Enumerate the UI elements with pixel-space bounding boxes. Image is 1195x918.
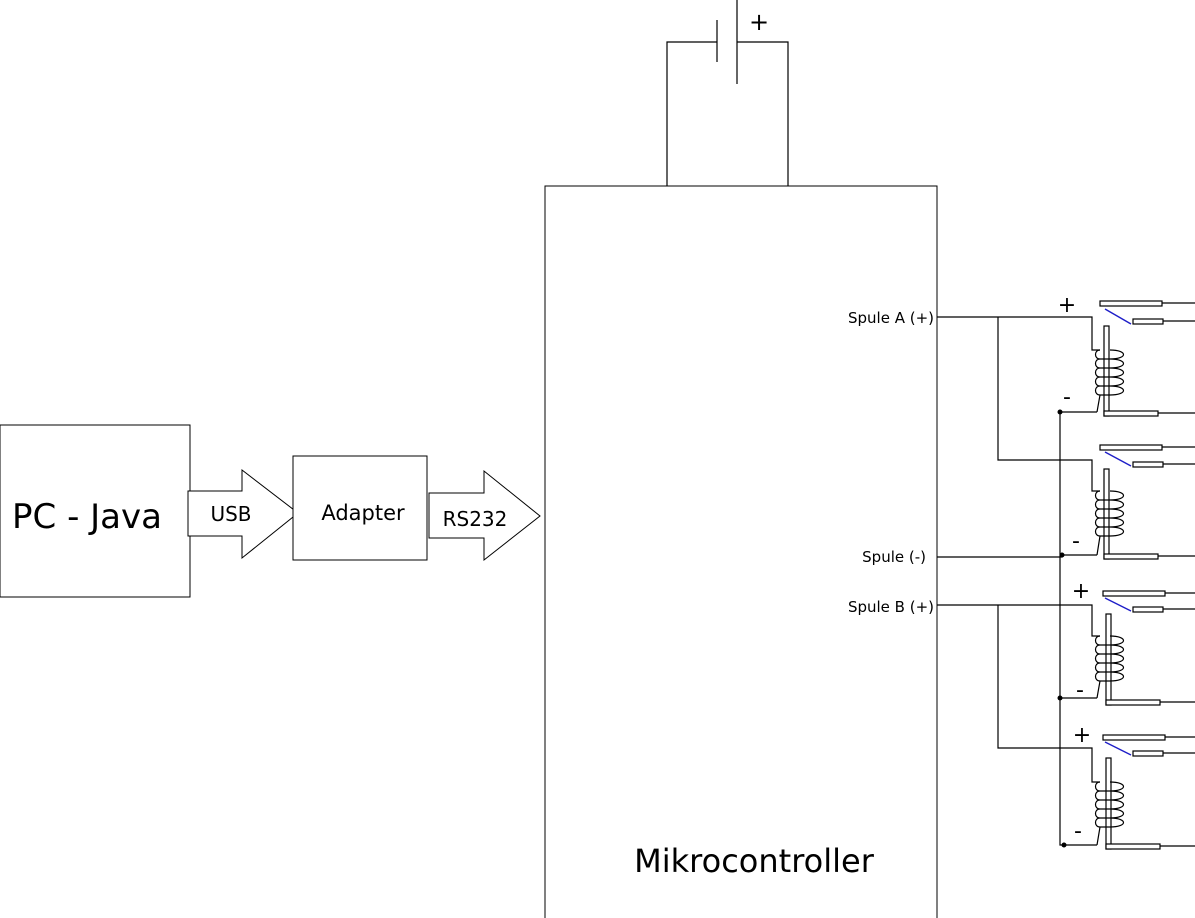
pc-block: PC - Java (0, 424, 191, 598)
relay-plus-label: + (1072, 579, 1090, 604)
wire-coil-b (937, 604, 1100, 783)
junction-dot (1057, 695, 1063, 701)
microcontroller-label: Mikrocontroller (634, 842, 875, 880)
junction-dot (1057, 409, 1063, 415)
pin-coil-b-label: Spule B (+) (848, 598, 934, 616)
junction-dot (1059, 552, 1065, 558)
relay-minus-label: - (1063, 385, 1071, 410)
rs232-arrow: RS232 (428, 469, 541, 562)
adapter-label: Adapter (321, 501, 405, 525)
rs232-label: RS232 (443, 507, 508, 531)
relay-minus-label: - (1072, 529, 1080, 554)
relay-core (1103, 325, 1110, 417)
relay-3: + - (1072, 579, 1195, 706)
relay-contact-lower (1132, 606, 1164, 613)
relay-contact-upper (1102, 734, 1166, 741)
relay-minus-label: - (1076, 678, 1084, 703)
relay-core (1103, 468, 1110, 560)
relay-1: + - (1058, 293, 1195, 417)
wire-coil-a (937, 316, 1100, 492)
relay-coil (1094, 490, 1125, 556)
relay-switch-lever (1104, 308, 1132, 325)
junction-dot (1061, 842, 1067, 848)
relay-2: - (1072, 444, 1195, 560)
relay-contact-lower (1132, 318, 1164, 325)
pin-coil-a-label: Spule A (+) (848, 309, 934, 327)
relay-contact-upper (1099, 444, 1163, 451)
battery-symbol: + (666, 0, 789, 186)
wire-coil-common (937, 409, 1097, 848)
relay-plus-label: + (1058, 293, 1076, 318)
relay-coil (1094, 635, 1125, 699)
relay-plus-label: + (1073, 723, 1091, 748)
usb-label: USB (210, 502, 251, 526)
pc-label: PC - Java (12, 497, 162, 537)
relay-switch-lever (1104, 741, 1132, 756)
adapter-block: Adapter (292, 455, 428, 561)
relay-switch-lever (1104, 451, 1132, 467)
pin-coil-common-label: Spule (-) (862, 548, 926, 566)
relay-switch-lever (1104, 597, 1132, 612)
relay-4: + - (1073, 723, 1195, 850)
relay-core (1105, 757, 1112, 850)
relay-core (1105, 613, 1112, 706)
battery-plus-label: + (749, 8, 769, 36)
relay-contact-upper (1099, 300, 1163, 307)
usb-arrow: USB (187, 468, 299, 560)
relay-contact-lower (1132, 750, 1164, 757)
relay-minus-label: - (1074, 819, 1082, 844)
relay-contact-upper (1102, 590, 1166, 597)
relay-coil (1094, 781, 1125, 846)
microcontroller-block: Mikrocontroller (544, 185, 938, 918)
relay-contact-lower (1132, 461, 1164, 468)
relay-coil (1094, 349, 1125, 413)
